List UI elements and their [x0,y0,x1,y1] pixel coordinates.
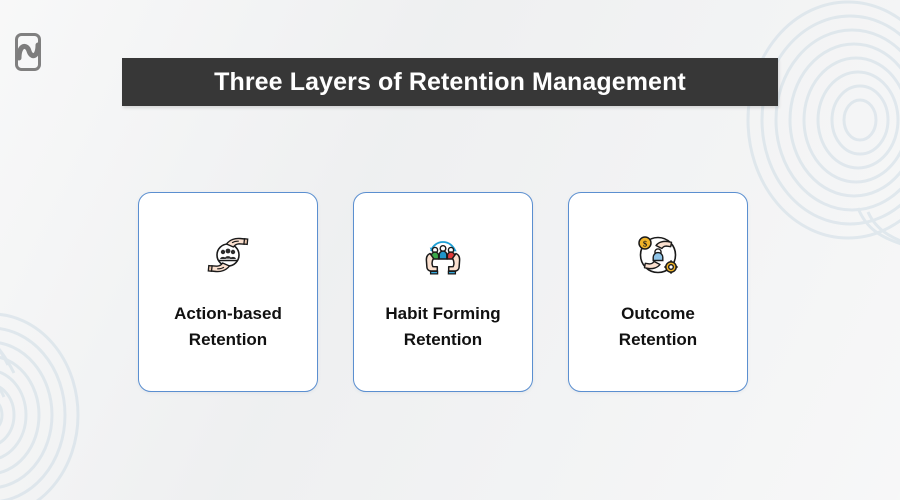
page-title: Three Layers of Retention Management [214,67,686,96]
card-habit-forming-retention[interactable]: Habit Forming Retention [353,192,533,392]
card-label: Habit Forming Retention [385,304,501,350]
hands-exchange-people-icon [202,229,254,281]
page-title-banner: Three Layers of Retention Management [122,58,778,106]
brand-logo[interactable] [14,32,42,72]
svg-text:$: $ [643,238,648,248]
fingerprint-swirl-left-icon [0,255,118,500]
hands-holding-three-people-icon [417,229,469,281]
card-label: Outcome Retention [618,304,698,350]
card-outcome-retention[interactable]: $ Outcome Retention [568,192,748,392]
card-row: Action-based Retention [138,192,768,394]
card-label: Action-based Retention [174,304,282,350]
hands-person-coin-badge-icon: $ [632,229,684,281]
card-action-based-retention[interactable]: Action-based Retention [138,192,318,392]
